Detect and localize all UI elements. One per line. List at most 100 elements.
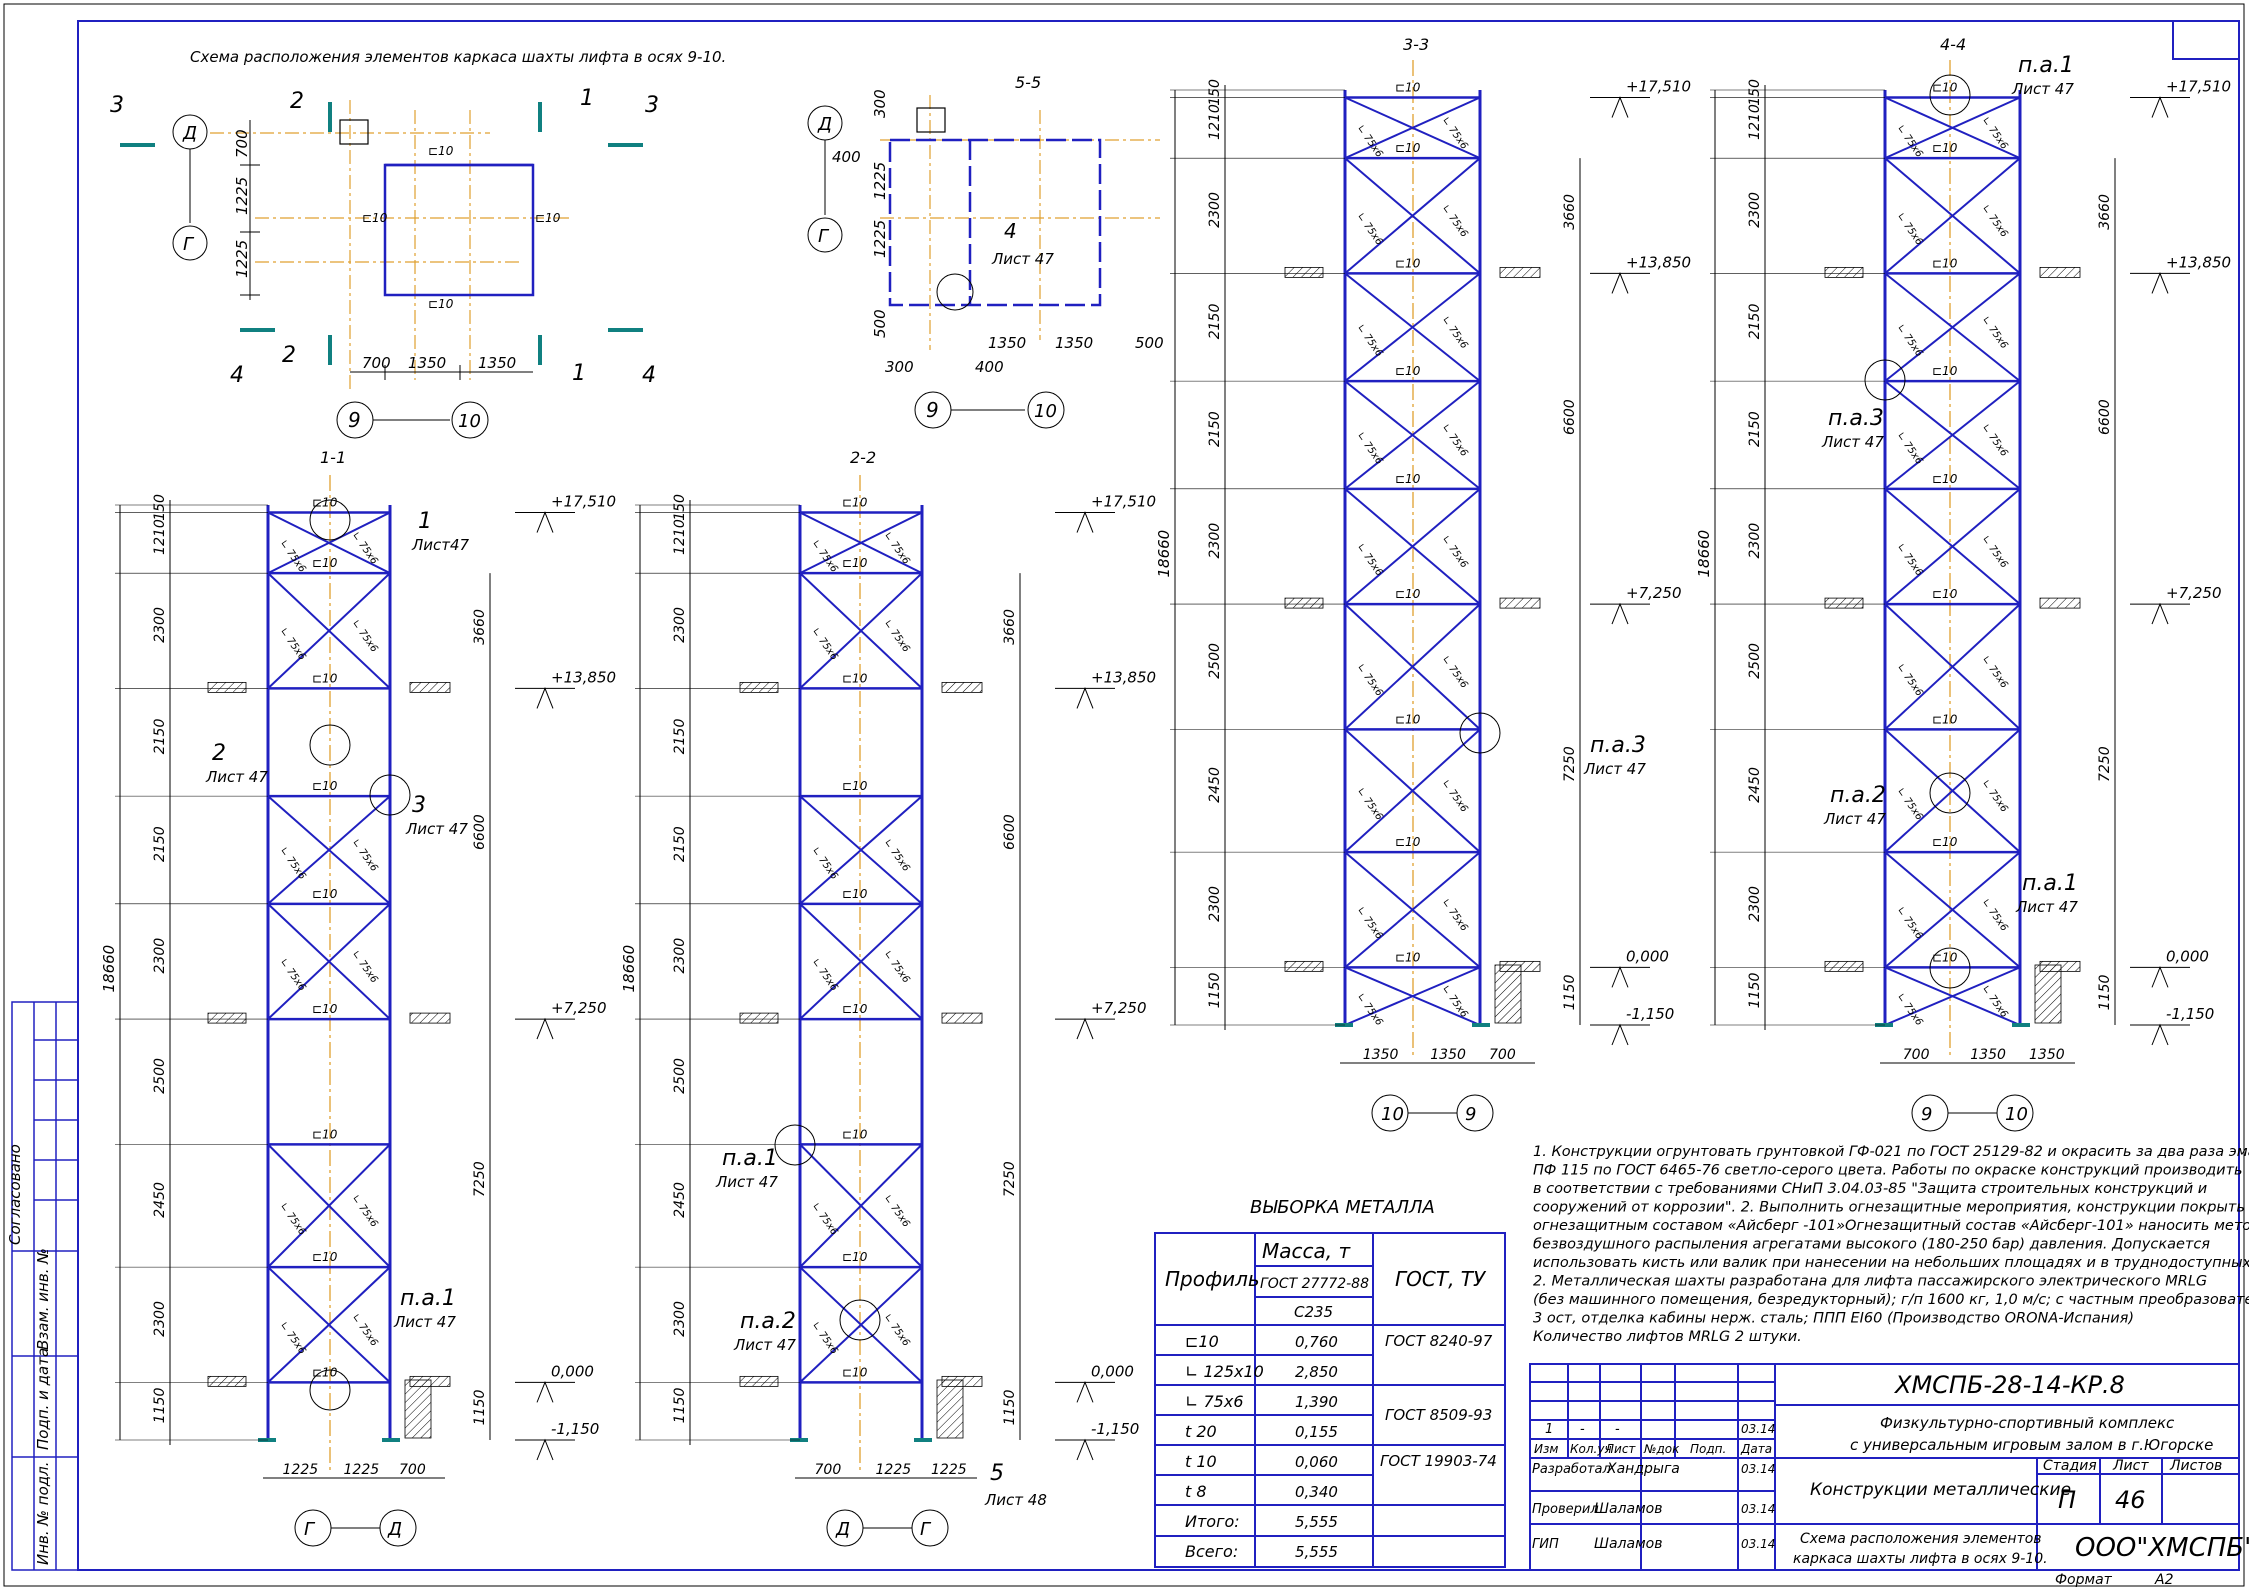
sec22-brace-label: ∟ 75х6 — [882, 837, 912, 873]
sec33-level-label: 0,000 — [1626, 947, 1669, 965]
sec22-brace — [799, 903, 923, 1020]
sec33-beam-label: ⊏10 — [1395, 141, 1421, 155]
stamp-chk-name: Шаламов — [1594, 1501, 1662, 1517]
sec22-title: 2-2 — [850, 448, 876, 467]
detail-callout-sheet: Лист47 — [411, 536, 470, 554]
sec33-brace-label: ∟ 75х6 — [1440, 422, 1470, 458]
sec33-brace — [1344, 488, 1481, 605]
sec44-slab — [1824, 960, 1864, 972]
stamp-drawing-2: каркаса шахты лифта в осях 9-10. — [1793, 1551, 2048, 1567]
sec22-right-dim-label: 1150 — [1002, 1389, 1018, 1425]
detail-callout-number: п.а.1 — [400, 1286, 456, 1311]
stamp-chk-role: Проверил — [1532, 1502, 1599, 1517]
stamp-h-sheets: Листов — [2169, 1458, 2222, 1474]
s55-axis-d: Д — [817, 114, 832, 135]
sec22-bottom-dim-label: 1225 — [931, 1462, 967, 1478]
sec11-dim-label: 2150 — [152, 826, 168, 862]
detail-circle — [839, 1299, 881, 1341]
stamp-h-doc: №док — [1643, 1442, 1680, 1456]
s55-dim-1350b: 1350 — [1055, 334, 1093, 352]
plan-axis-g: Г — [183, 234, 195, 255]
sec33-right-dim-label: 7250 — [1562, 746, 1578, 782]
sec11-level-label: 0,000 — [551, 1362, 594, 1380]
plan-channel-top: ⊏10 — [428, 144, 454, 158]
detail-callout-number: п.а.3 — [1828, 406, 1884, 431]
sec44-level-mark — [2151, 96, 2169, 118]
sec11-total-dim: 18660 — [100, 945, 118, 993]
sec44-beam-label: ⊏10 — [1932, 364, 1958, 378]
sec33-brace — [1344, 851, 1481, 969]
sec11-level-label: +13,850 — [551, 668, 616, 686]
sec33-level-mark — [1611, 96, 1629, 118]
sec33-slab — [1284, 266, 1324, 278]
s55-column — [916, 107, 946, 133]
sec11-level-mark — [536, 511, 554, 533]
plan-cut-3-right: 3 — [645, 93, 659, 118]
sec11-beam-label: ⊏10 — [312, 1127, 338, 1141]
sec44-brace — [1884, 380, 2021, 490]
s55-dim-300: 300 — [871, 89, 889, 118]
s55-detail-circle — [936, 273, 974, 311]
s55-axes — [880, 95, 1160, 350]
plan-cut-marks — [120, 102, 643, 365]
sec33-beam-label: ⊏10 — [1395, 256, 1421, 270]
s55-axis-g-bubble — [807, 217, 843, 253]
detail-callout-sheet: Лист 47 — [393, 1313, 456, 1331]
detail-callout-sheet: Лист 47 — [2015, 898, 2078, 916]
sec11-bottom-dim-label: 700 — [399, 1462, 426, 1478]
sec44-title: 4-4 — [1940, 35, 1966, 54]
sec33-level-mark — [1611, 602, 1629, 625]
sec33-brace-label: ∟ 75х6 — [1440, 778, 1470, 814]
sec11-level-label: -1,150 — [551, 1420, 599, 1438]
sec22-level-label: +17,510 — [1091, 493, 1156, 511]
sec33-level-mark — [1611, 1023, 1629, 1046]
sec11-dim-label: 2300 — [152, 607, 168, 643]
table-profile-cell: ∟ 75х6 — [1185, 1392, 1244, 1411]
sec11-right-dim-label: 1150 — [472, 1389, 488, 1425]
sec33-axis-label: 10 — [1381, 1104, 1404, 1125]
sec33-brace — [1344, 380, 1481, 490]
plan-cut-1-top: 1 — [580, 86, 594, 111]
sec22-foundation — [936, 1379, 964, 1439]
sec33-level-mark — [1611, 272, 1629, 294]
note-line: ПФ 115 по ГОСТ 6465-76 светло-серого цве… — [1533, 1163, 2243, 1179]
sec33-foundation — [1494, 964, 1522, 1024]
sec44-dim-label: 2500 — [1747, 643, 1763, 679]
table-mass-cell: 2,850 — [1295, 1363, 1338, 1381]
detail-circle — [369, 774, 411, 816]
sec11-elevation: 1-1⊏10⊏10⊏10⊏10⊏10⊏10⊏10⊏10⊏10∟ 75х6∟ 75… — [100, 448, 616, 1547]
table-profile-cell: Всего: — [1185, 1542, 1238, 1561]
sec11-right-dim-label: 3660 — [472, 609, 488, 645]
sec44-dim-label: 2300 — [1747, 886, 1763, 922]
sec22-level-mark — [1076, 511, 1094, 533]
sec44-level-label: 0,000 — [2166, 947, 2209, 965]
sec22-beam-label: ⊏10 — [842, 496, 868, 510]
sec22-dim-label: 2300 — [672, 1301, 688, 1337]
sec33-brace — [1344, 96, 1481, 160]
sec33-dim-label: 2500 — [1207, 643, 1223, 679]
sec44-dim-label: 1150 — [1747, 972, 1763, 1008]
sec44-brace-label: ∟ 75х6 — [1895, 905, 1925, 941]
sec22-beam-label: ⊏10 — [842, 887, 868, 901]
sec44-brace-label: ∟ 75х6 — [1895, 786, 1925, 822]
sec33-slab — [1284, 960, 1324, 972]
stamp-h-list: Лист — [1604, 1442, 1636, 1456]
detail-callout-sheet: Лист 48 — [984, 1491, 1047, 1509]
stamp-dev-role: Разработал — [1532, 1462, 1611, 1477]
sec33-axis-label: 9 — [1465, 1104, 1476, 1125]
sec44-slab — [1824, 597, 1864, 609]
sec44-axis-label: 9 — [1921, 1104, 1932, 1125]
sec22-beam-label: ⊏10 — [842, 1250, 868, 1264]
sec22-brace-label: ∟ 75х6 — [810, 1201, 840, 1237]
s55-callout-4: 4 — [1004, 219, 1017, 243]
detail-callout-number: п.а.1 — [2018, 53, 2074, 78]
side-sign-date: Подп. и дата — [34, 1348, 52, 1450]
table-h-mass: Масса, т — [1262, 1239, 1351, 1263]
plan-axes — [210, 100, 570, 390]
sec11-beam-label: ⊏10 — [312, 1002, 338, 1016]
sec33-beam-label: ⊏10 — [1395, 950, 1421, 964]
sec44-foundation — [2034, 964, 2062, 1024]
sec44-level-mark — [2151, 602, 2169, 625]
stamp-dev-date: 03.14 — [1741, 1462, 1775, 1476]
table-profile-cell: t 8 — [1185, 1482, 1207, 1501]
